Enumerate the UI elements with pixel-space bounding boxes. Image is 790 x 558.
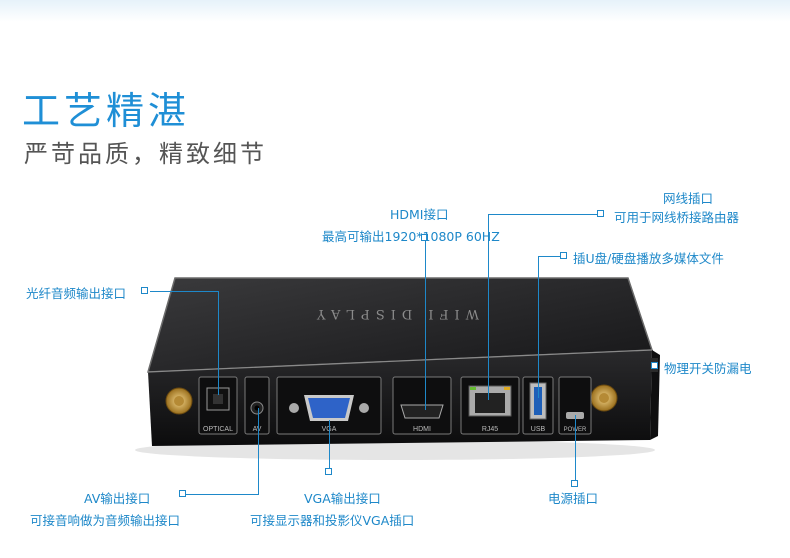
line-av-h bbox=[184, 494, 259, 495]
av-callout-desc: 可接音响做为音频输出接口 bbox=[30, 513, 181, 528]
usb-port-label: USB bbox=[531, 426, 546, 433]
line-optical-v bbox=[218, 291, 219, 395]
optical-callout-desc: 光纤音频输出接口 bbox=[26, 286, 127, 301]
line-lan-h bbox=[488, 214, 600, 215]
dot-lan bbox=[597, 210, 604, 217]
dot-power bbox=[571, 480, 578, 487]
hdmi-callout-title: HDMI接口 bbox=[390, 207, 449, 222]
lan-callout-title: 网线插口 bbox=[663, 191, 714, 206]
line-usb-h bbox=[538, 256, 562, 257]
top-gradient-bar bbox=[0, 0, 790, 22]
optical-port-label: OPTICAL bbox=[203, 426, 233, 433]
vga-callout-desc: 可接显示器和投影仪VGA插口 bbox=[250, 513, 415, 528]
hdmi-port-label: HDMI bbox=[413, 426, 431, 433]
line-lan-v bbox=[488, 214, 489, 400]
dot-usb bbox=[560, 252, 567, 259]
power-callout-desc: 电源插口 bbox=[548, 491, 599, 506]
page-title: 工艺精湛 bbox=[22, 89, 191, 133]
dot-av bbox=[179, 490, 186, 497]
line-vga-v bbox=[329, 420, 330, 470]
usb-callout-desc: 插U盘/硬盘播放多媒体文件 bbox=[573, 251, 724, 266]
line-av-v bbox=[258, 408, 259, 494]
device-top-text: WIFI DISPLAY bbox=[311, 306, 479, 321]
hdmi-callout-desc: 最高可输出1920*1080P 60HZ bbox=[322, 229, 500, 244]
switch-callout-desc: 物理开关防漏电 bbox=[664, 361, 752, 376]
lan-callout-desc: 可用于网线桥接路由器 bbox=[614, 210, 740, 225]
dot-switch bbox=[651, 362, 658, 369]
page-subtitle: 严苛品质，精致细节 bbox=[24, 140, 267, 168]
vga-callout-title: VGA输出接口 bbox=[304, 491, 381, 506]
dot-optical bbox=[141, 287, 148, 294]
line-optical-h bbox=[150, 291, 218, 292]
dot-vga bbox=[325, 468, 332, 475]
line-power-v bbox=[575, 415, 576, 482]
av-port-label: AV bbox=[253, 426, 262, 433]
av-callout-title: AV输出接口 bbox=[84, 491, 151, 506]
line-usb-v bbox=[538, 256, 539, 398]
dot-hdmi bbox=[421, 234, 428, 241]
rj45-port-label: RJ45 bbox=[482, 426, 498, 433]
line-hdmi-v bbox=[425, 240, 426, 410]
